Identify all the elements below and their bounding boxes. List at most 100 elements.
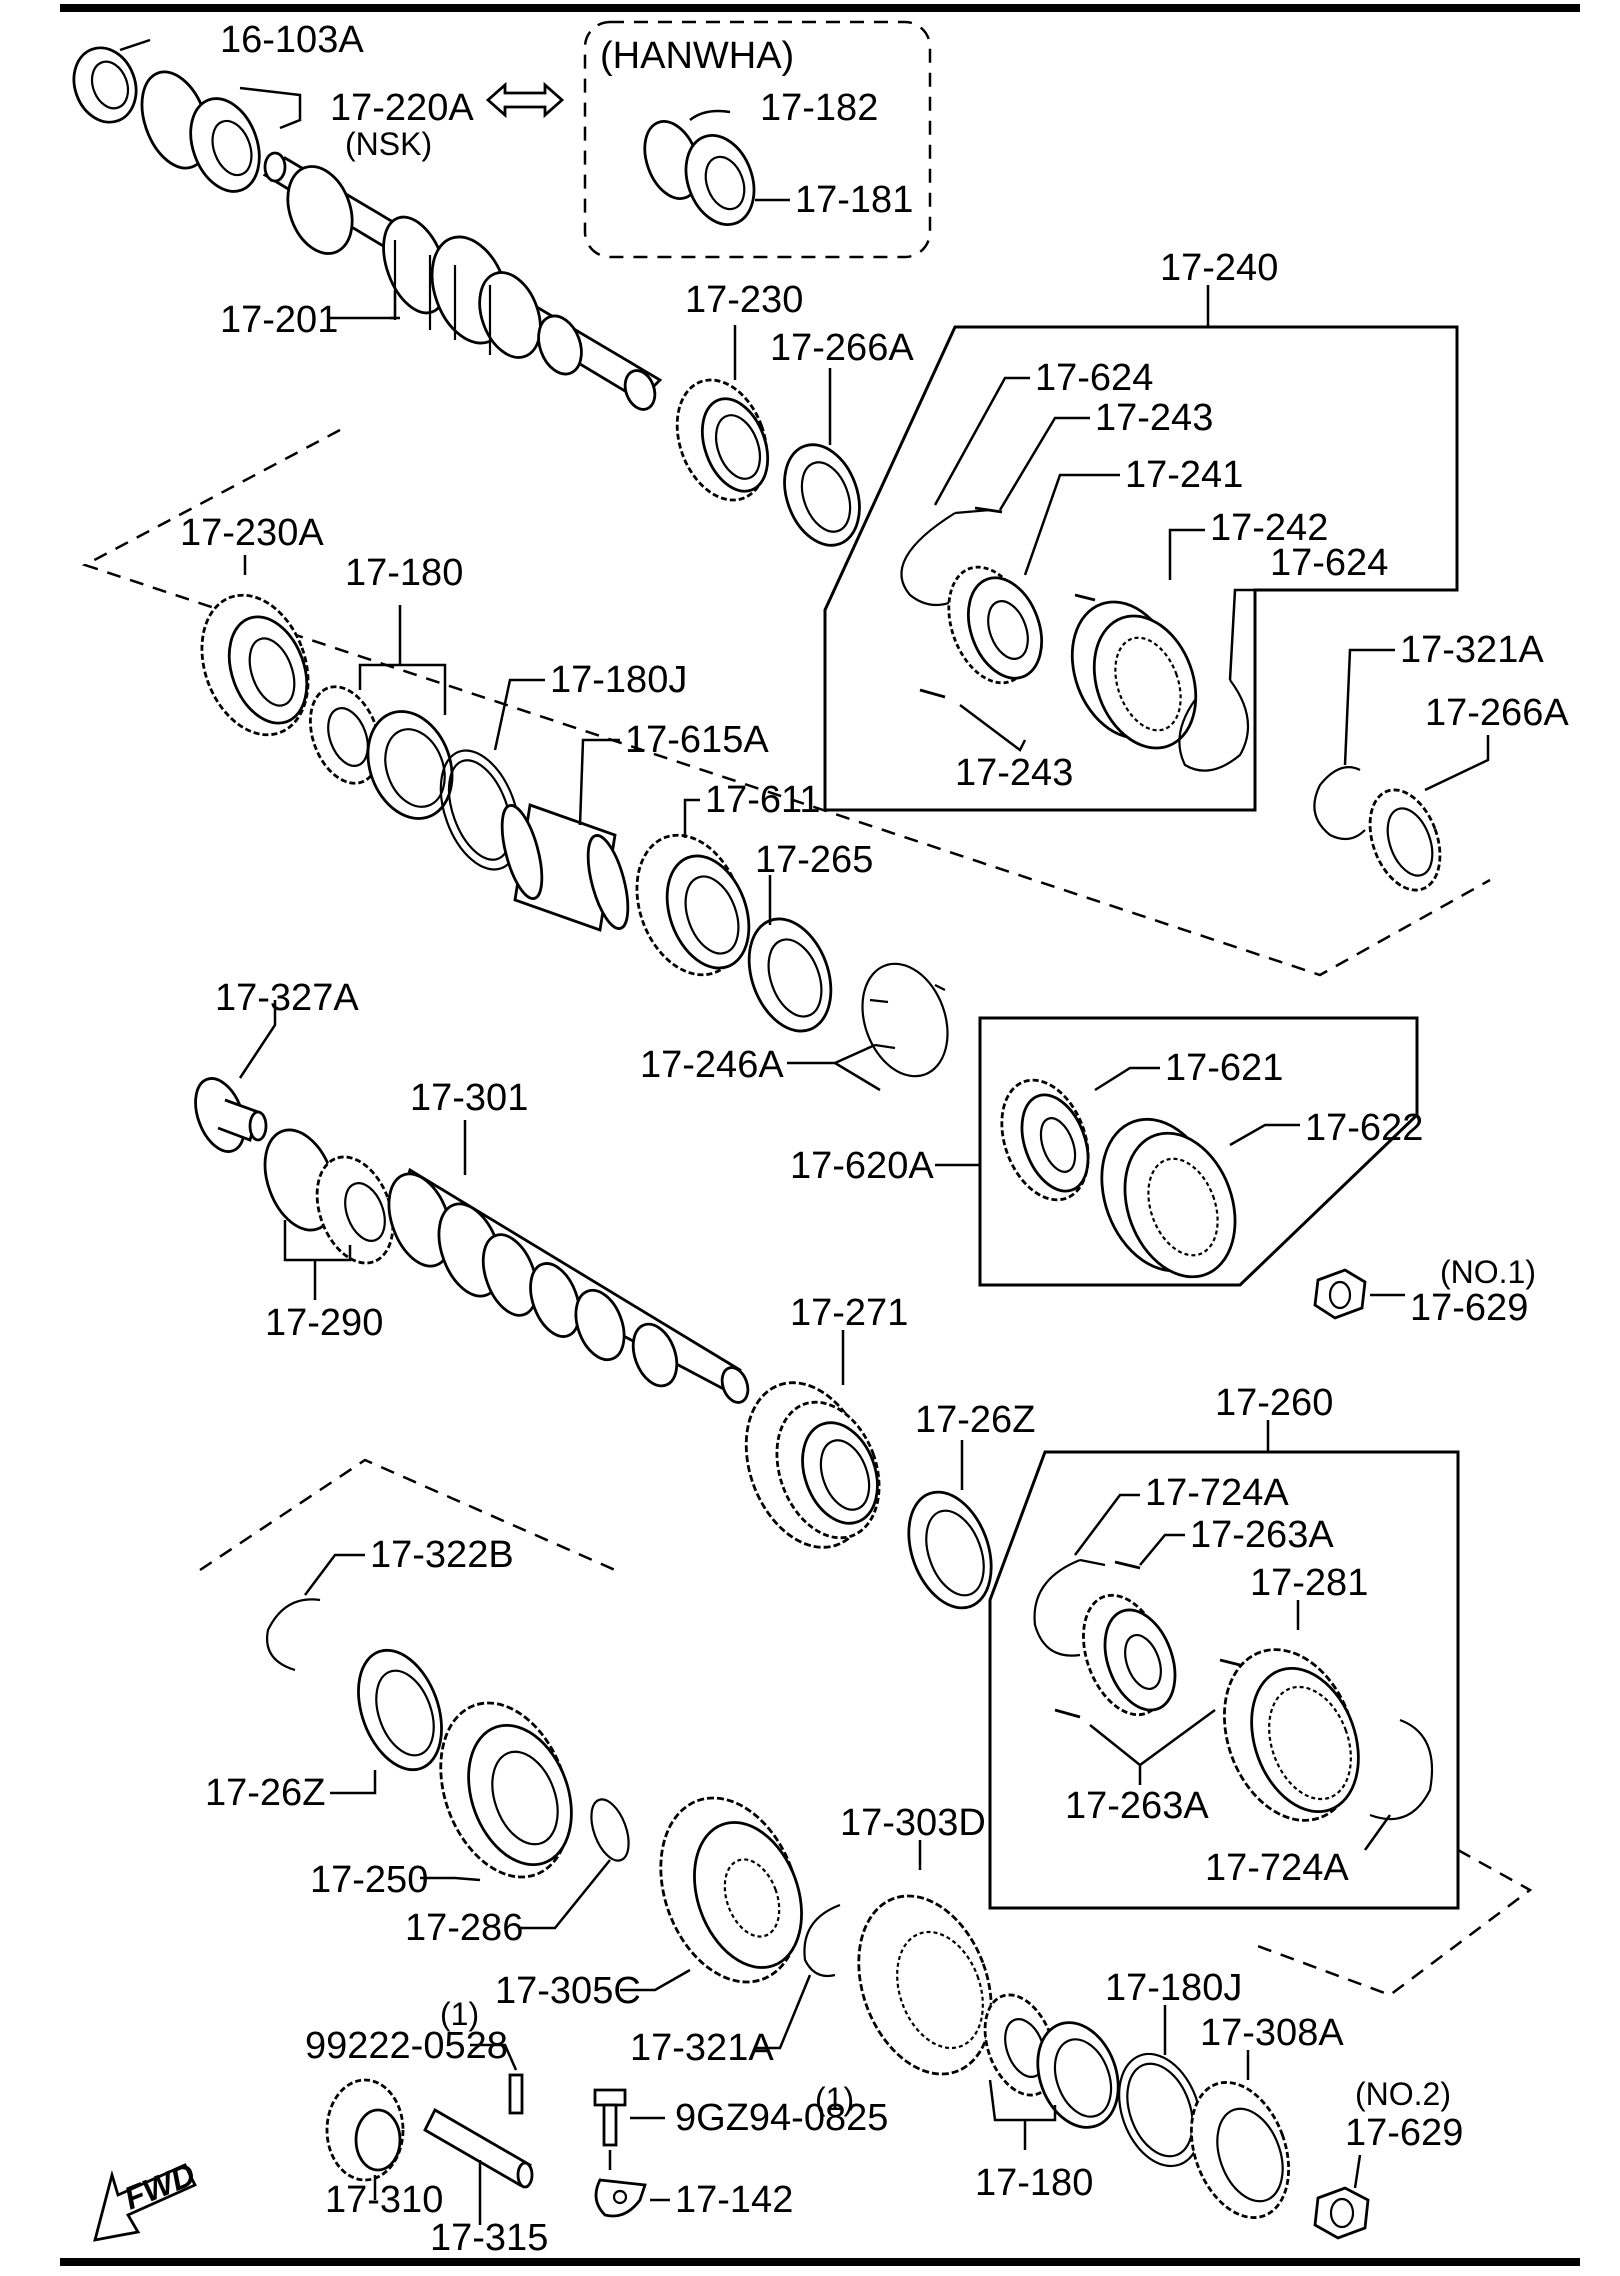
label-17-263A-a: 17-263A	[1190, 1514, 1334, 1556]
label-17-724A-b: 17-724A	[1205, 1847, 1349, 1889]
part-17-263A-hub	[1082, 1593, 1177, 1717]
label-17-321A-a: 17-321A	[1400, 629, 1544, 671]
part-17-180-bearing-b	[983, 1993, 1120, 2150]
label-17-180-a: 17-180	[345, 552, 463, 594]
part-17-724A-ring-b	[1363, 1718, 1434, 1851]
part-17-201-shaft	[262, 151, 663, 411]
label-no2: (NO.2)	[1355, 2076, 1451, 2112]
label-17-322B: 17-322B	[370, 1534, 514, 1576]
part-17-220A	[140, 70, 302, 193]
label-17-220A: 17-220A	[330, 87, 474, 129]
part-17-303D-gear	[857, 1840, 993, 2076]
part-17-230-gear	[675, 325, 770, 502]
label-17-286: 17-286	[405, 1907, 523, 1949]
fwd-label: FWD	[119, 2156, 200, 2217]
part-17-310-gear	[325, 2078, 405, 2200]
part-17-26Z-ring-b	[330, 1648, 443, 1795]
label-17-246A: 17-246A	[640, 1044, 784, 1086]
label-17-250: 17-250	[310, 1859, 428, 1901]
label-17-724A-a: 17-724A	[1145, 1472, 1289, 1514]
label-17-180-b: 17-180	[975, 2162, 1093, 2204]
part-17-265-ring	[747, 875, 833, 1033]
label-17-230: 17-230	[685, 279, 803, 321]
part-17-308A-gear	[1190, 2050, 1290, 2219]
part-17-305C-gear	[620, 1796, 803, 1992]
label-hanwha: (HANWHA)	[600, 35, 794, 77]
group-plane-lower	[199, 1458, 616, 1572]
part-17-321A-ring-a	[1313, 648, 1395, 841]
label-17-303D: 17-303D	[840, 1802, 986, 1844]
label-17-315: 17-315	[430, 2217, 548, 2259]
part-17-243-b	[919, 593, 1096, 752]
label-17-271: 17-271	[790, 1292, 908, 1334]
label-17-240: 17-240	[1160, 247, 1278, 289]
leader-17-201	[330, 290, 397, 320]
part-17-242-sleeve	[1070, 528, 1205, 750]
part-17-263A-key-a	[1114, 1533, 1185, 1570]
label-17-611: 17-611	[705, 779, 821, 821]
assembly-box-17-260	[988, 1450, 1460, 1910]
label-17-180J-a: 17-180J	[550, 659, 687, 701]
part-17-301-countershaft	[387, 1120, 750, 1404]
label-17-290: 17-290	[265, 1302, 383, 1344]
label-17-301: 17-301	[410, 1077, 528, 1119]
label-17-321A-b: 17-321A	[630, 2027, 774, 2069]
label-17-624-a: 17-624	[1035, 357, 1153, 399]
part-17-624-b	[1178, 588, 1265, 772]
label-17-181: 17-181	[795, 179, 913, 221]
part-17-246A-ring	[787, 962, 949, 1092]
label-qty1-a: (1)	[440, 1996, 479, 2032]
label-17-266A-top: 17-266A	[770, 327, 914, 369]
label-17-26Z-a: 17-26Z	[915, 1399, 1035, 1441]
label-17-305C: 17-305C	[495, 1970, 641, 2012]
part-17-180J-shim-a	[439, 678, 545, 871]
part-17-315-shaft	[423, 2108, 534, 2225]
part-17-241-hub	[947, 473, 1120, 685]
label-99222-0528: 99222-0528	[305, 2025, 508, 2067]
hanwha-option-box	[583, 20, 932, 259]
assembly-box-17-240	[823, 325, 1459, 812]
part-17-181	[684, 134, 790, 226]
part-17-322B-ring	[266, 1553, 365, 1672]
part-17-321A-ring-b	[755, 1903, 841, 2050]
part-17-611-gear	[635, 798, 751, 977]
part-17-327A-plug	[194, 1000, 277, 1153]
label-17-201: 17-201	[220, 299, 338, 341]
label-17-281: 17-281	[1250, 1562, 1368, 1604]
assembly-box-17-620A	[978, 1016, 1419, 1287]
label-17-182: 17-182	[760, 87, 878, 129]
label-17-622: 17-622	[1305, 1107, 1423, 1149]
label-17-629-b: 17-629	[1345, 2112, 1463, 2154]
part-17-629-nut-a	[1313, 1268, 1405, 1320]
part-17-286-ring	[520, 1798, 630, 1930]
part-17-263A-key-b	[1054, 1658, 1241, 1785]
label-17-263A-b: 17-263A	[1065, 1785, 1209, 1827]
part-17-180J-shim-b	[1118, 2005, 1202, 2168]
part-17-724A-ring-a	[1033, 1493, 1140, 1657]
label-17-241: 17-241	[1125, 454, 1243, 496]
part-17-26Z-ring-a	[907, 1440, 993, 1610]
label-17-243-b: 17-243	[955, 752, 1073, 794]
label-17-142: 17-142	[675, 2179, 793, 2221]
interchange-arrow-icon	[485, 81, 565, 119]
part-17-622-sleeve	[1100, 1117, 1300, 1279]
label-17-265: 17-265	[755, 839, 873, 881]
label-17-615A: 17-615A	[625, 719, 769, 761]
label-17-629-a: 17-629	[1410, 1287, 1528, 1329]
label-17-621: 17-621	[1165, 1047, 1283, 1089]
part-17-230A-gear	[200, 555, 310, 737]
label-17-26Z-b: 17-26Z	[205, 1772, 325, 1814]
label-17-327A: 17-327A	[215, 977, 359, 1019]
part-17-180-bearing-a	[309, 605, 454, 820]
part-17-615A-sleeve	[500, 738, 630, 932]
label-9GZ94-0825: 9GZ94-0825	[675, 2097, 888, 2139]
label-no1: (NO.1)	[1440, 1254, 1536, 1290]
part-17-243-a	[974, 416, 1090, 514]
part-17-621-hub	[1000, 1066, 1160, 1202]
label-17-243-a: 17-243	[1095, 397, 1213, 439]
label-17-180J-b: 17-180J	[1105, 1967, 1242, 2009]
label-17-230A: 17-230A	[180, 512, 324, 554]
part-17-271-gear	[744, 1330, 881, 1549]
label-17-624-b: 17-624	[1270, 542, 1388, 584]
